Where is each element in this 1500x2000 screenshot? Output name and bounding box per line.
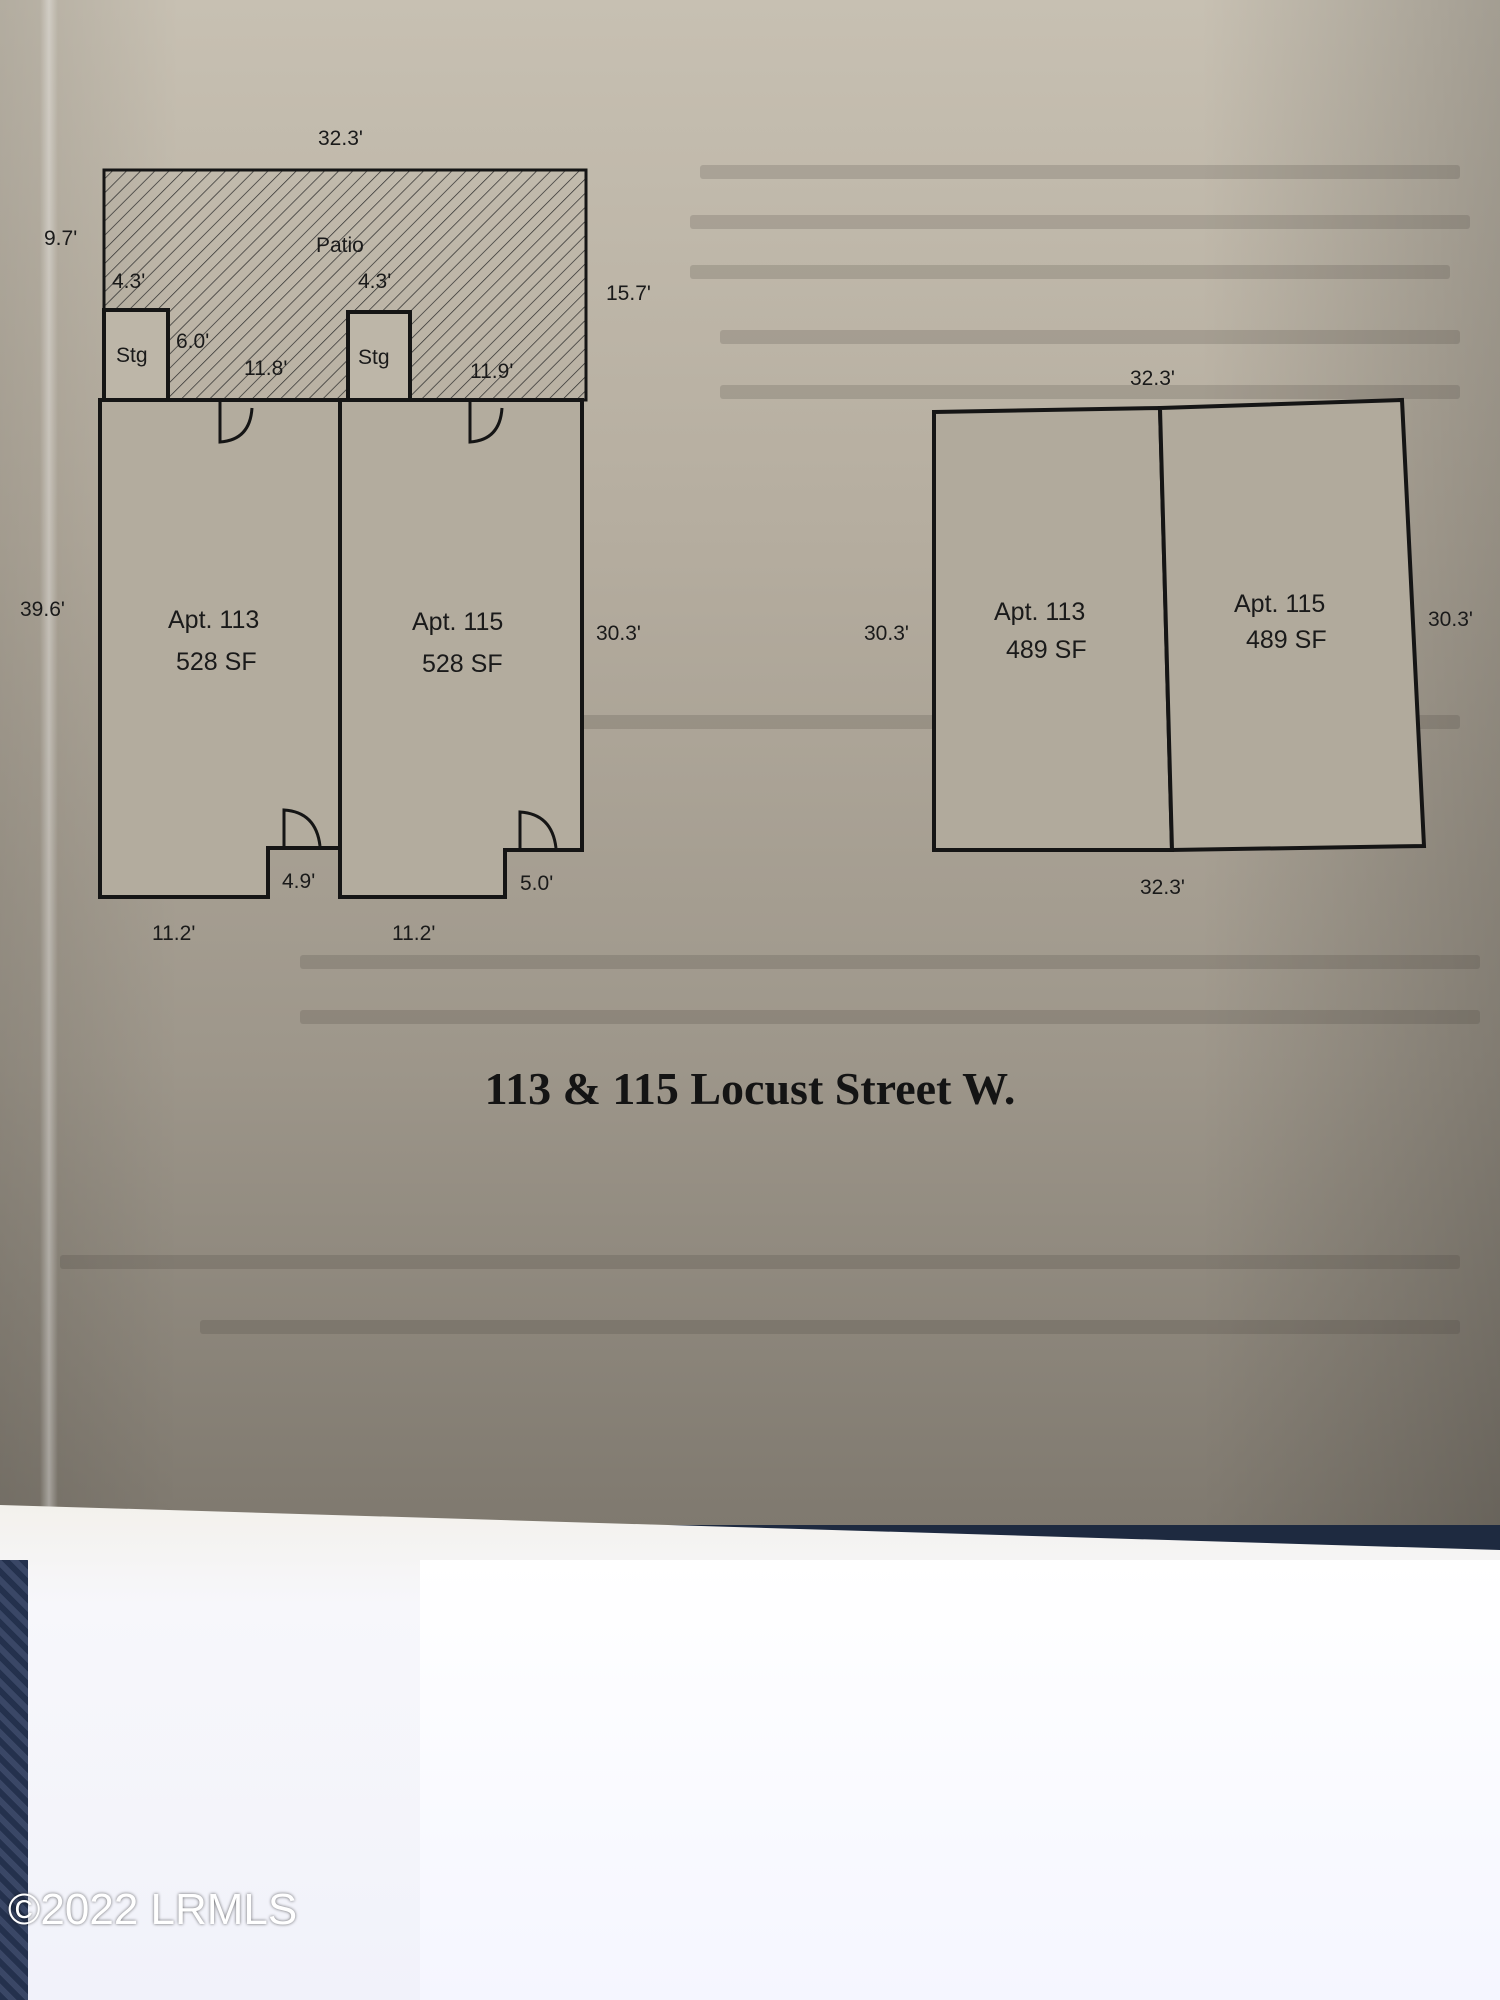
right-right-wall-label: 30.3': [1428, 608, 1473, 631]
patio-area: [102, 168, 588, 402]
apt-115-area-label: 528 SF: [422, 650, 503, 678]
right-depth-label: 15.7': [606, 282, 651, 305]
fabric-edge: [0, 1560, 28, 2000]
right-apt-113-area-label: 489 SF: [1006, 636, 1087, 664]
door-113-top: [218, 402, 254, 444]
bleed-through-line: [720, 385, 1460, 399]
bottom-113-label: 11.2': [152, 922, 195, 945]
bleed-through-line: [720, 330, 1460, 344]
stg1-width-label: 4.3': [112, 270, 145, 293]
patio-segment-2-label: 11.9': [470, 360, 513, 383]
bleed-through-line: [300, 955, 1480, 969]
storage-2: [346, 310, 412, 402]
door-113-bottom: [282, 808, 322, 847]
patio-gap-label: 6.0': [176, 330, 209, 353]
notch-115-label: 5.0': [520, 872, 553, 895]
notch-113-label: 4.9': [282, 870, 315, 893]
apt-115-second-floor: [1157, 397, 1427, 853]
storage-1: [102, 308, 170, 402]
patio-depth-label: 9.7': [44, 227, 77, 250]
bleed-through-line: [200, 1320, 1460, 1334]
right-wall-label: 30.3': [596, 622, 641, 645]
right-top-width-label: 32.3': [1130, 367, 1175, 390]
right-bottom-width-label: 32.3': [1140, 876, 1185, 899]
door-115-top: [468, 402, 504, 444]
right-apt-115-name-label: Apt. 115: [1234, 590, 1325, 618]
bleed-through-line: [300, 1010, 1480, 1024]
underlying-sheet-highlight: [420, 1560, 1500, 2000]
left-floor-plan: [98, 168, 588, 899]
overall-depth-label: 39.6': [20, 598, 65, 621]
right-apt-115-area-label: 489 SF: [1246, 626, 1327, 654]
apt-115-name-label: Apt. 115: [412, 608, 503, 636]
patio-segment-1-label: 11.8': [244, 357, 287, 380]
left-top-width-label: 32.3': [318, 127, 363, 150]
stg2-width-label: 4.3': [358, 270, 391, 293]
right-apt-113-name-label: Apt. 113: [994, 598, 1085, 626]
door-115-bottom: [518, 810, 558, 849]
patio-label: Patio: [316, 234, 364, 257]
right-floor-plan: [932, 397, 1427, 853]
bleed-through-line: [700, 165, 1460, 179]
stg1-label: Stg: [116, 344, 148, 367]
bleed-through-line: [60, 1255, 1460, 1269]
stg2-label: Stg: [358, 346, 390, 369]
page-fold: [40, 0, 58, 1525]
bottom-115-label: 11.2': [392, 922, 435, 945]
apt-113-second-floor: [932, 405, 1175, 852]
right-left-wall-label: 30.3': [864, 622, 909, 645]
apt-113-area-label: 528 SF: [176, 648, 257, 676]
apt-113-name-label: Apt. 113: [168, 606, 259, 634]
property-caption: 113 & 115 Locust Street W.: [484, 1063, 1016, 1114]
apt-115-outline: [338, 398, 584, 899]
copyright-watermark: ©2022 LRMLS: [8, 1885, 298, 1934]
bleed-through-line: [690, 265, 1450, 279]
bleed-through-line: [690, 215, 1470, 229]
